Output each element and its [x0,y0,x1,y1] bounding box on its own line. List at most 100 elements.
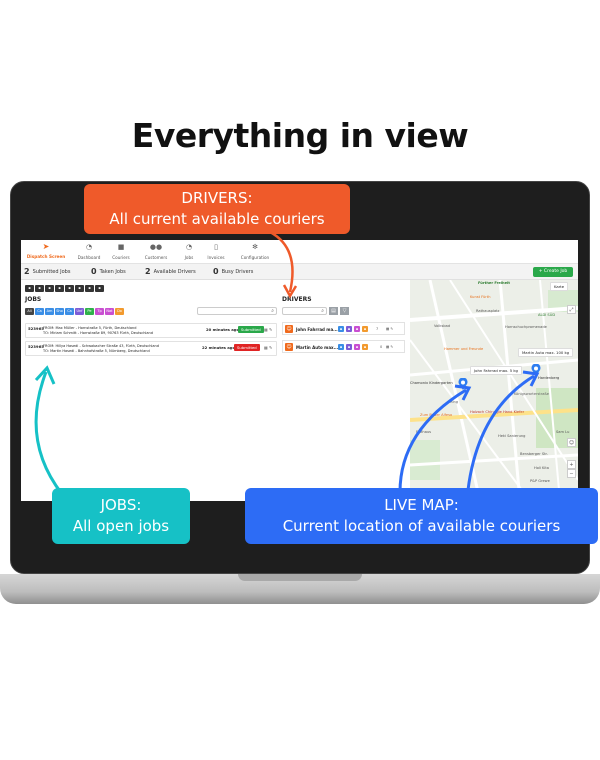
nav-label: Customers [144,255,168,260]
driver-job-count: 7 [376,327,379,331]
map-label: Chamonix Kindergarten [410,381,453,385]
job-time: 20 minutes ago [206,327,240,332]
vehicle-type-badge: ▪ [362,344,368,350]
job-status-badge[interactable]: Submitted [234,344,260,351]
driver-avatar-icon: ☺ [285,343,293,351]
vehicle-type-badge: ▪ [362,326,368,332]
scooter-icon[interactable]: ▪ [45,285,54,292]
vehicle-type-badge: ▪ [338,344,344,350]
drivers-search-input[interactable]: ⌕ [282,307,327,315]
jobs-callout-title: JOBS: [100,496,142,514]
nav-item-dashboard[interactable]: ◔ Dashboard [69,243,109,260]
job-actions-icon[interactable]: ▦ ✎ [264,345,273,350]
sort-icon[interactable]: ▤ [329,307,338,315]
zoom-out-icon[interactable]: − [567,469,576,478]
gauge-icon: ◔ [85,243,93,251]
job-status-badge[interactable]: Submitted [238,326,264,333]
driver-row[interactable]: ☺John Fahrrad ma...▪▪▪▪7▦ ✎ [282,322,405,335]
map-label: Zum Bauer Alfeso [420,413,453,417]
stat-label: Available Drivers [153,269,196,275]
courier-pin-icon[interactable] [458,378,468,390]
stat-label: Submitted Jobs [32,269,71,275]
map-label: Hammer und Freunde [444,347,484,351]
vehicle-type-badge: ▪ [354,326,360,332]
nav-item-invoices[interactable]: ▯ Invoices [196,243,236,260]
app-screen: ➤ Dispatch Screen ◔ Dashboard ■ Couriers… [21,240,578,501]
map-label: Hardenberg [538,376,560,380]
job-filter-chip[interactable]: Unf [75,308,84,315]
courier-pin-icon[interactable] [531,364,541,376]
stat-label: Busy Drivers [221,269,254,275]
driver-actions-icon[interactable]: ▦ ✎ [386,345,394,349]
bicycle-icon[interactable]: ▪ [35,285,44,292]
street-view-icon[interactable]: ☺ [567,438,576,447]
filter-icon[interactable]: ▽ [340,307,349,315]
drivers-callout-title: DRIVERS: [181,189,253,207]
nav-item-couriers[interactable]: ■ Couriers [101,243,141,260]
driver-actions-icon[interactable]: ▦ ✎ [386,327,394,331]
dispatch-logo[interactable]: ➤ Dispatch Screen [25,242,67,259]
driver-avatar-icon: ☺ [285,325,293,333]
vehicle-type-badge: ▪ [338,326,344,332]
stat-count: 0 [213,267,219,276]
drivers-callout-subtitle: All current available couriers [109,210,325,228]
job-filter-chip[interactable]: All [25,308,34,315]
stat-count: 2 [24,267,30,276]
live-map[interactable]: Fürther Freiheit Karte Kunst Fürth Ratha… [410,280,578,501]
zoom-in-icon[interactable]: + [567,460,576,469]
fullscreen-icon[interactable]: ⤢ [567,305,576,314]
driver-row[interactable]: ☺Martin Auto max...▪▪▪▪0▦ ✎ [282,340,405,353]
map-type-toggle[interactable]: Karte [550,282,569,291]
stat-label: Taken Jobs [99,269,126,275]
courier-callout-john: John Fahrrad max. 5 kg [470,366,522,375]
nav-label: Jobs [184,255,194,260]
car-icon[interactable]: ▪ [55,285,64,292]
filter-all-icon[interactable]: ▪ [25,285,34,292]
stat-count: 2 [145,267,151,276]
create-job-button[interactable]: + Create Job [533,267,573,277]
job-filter-chip[interactable]: Do [115,308,124,315]
box-truck-icon[interactable]: ▪ [85,285,94,292]
headline: Everything in view [131,116,469,155]
job-filter-chip[interactable]: Tp [95,308,104,315]
job-filter-chip[interactable]: Ca [35,308,44,315]
lorry-icon[interactable]: ▪ [95,285,104,292]
job-time: 22 minutes ago [202,345,236,350]
jobs-search-input[interactable]: ⌕ [197,307,277,315]
nav-item-customers[interactable]: ●● Customers [136,243,176,260]
van-icon[interactable]: ▪ [65,285,74,292]
navigation-arrow-icon: ➤ [42,242,50,251]
job-to: TO: Miriam Schmitt - Hornstraße 89, 9076… [43,331,153,335]
job-filter-chip[interactable]: Pe [85,308,94,315]
courier-callout-martin: Martin Auto max. 100 kg [518,348,574,357]
job-actions-icon[interactable]: ▦ ✎ [264,327,273,332]
map-label: Königswarterstraße [514,392,549,396]
map-callout-title: LIVE MAP: [384,496,459,514]
job-filter-chip[interactable]: Nat [105,308,114,315]
app-nav: ➤ Dispatch Screen ◔ Dashboard ■ Couriers… [21,240,578,264]
logo-label: Dispatch Screen [26,254,66,259]
map-label: Bensberger Str. [520,452,548,456]
map-label: Freihaus [416,430,432,434]
vehicle-type-badge: ▪ [346,326,352,332]
job-filter-chip[interactable]: Am [45,308,54,315]
map-label: Ring [450,400,459,404]
truck-icon[interactable]: ▪ [75,285,84,292]
job-id: 523965 [28,326,44,331]
job-filter-chip[interactable]: Ca [65,308,74,315]
map-label: Rathausplatz [476,309,500,313]
map-label: Holzach Chirurgie Hand Kiefer [470,410,525,414]
map-callout: LIVE MAP: Current location of available … [245,488,598,544]
map-callout-subtitle: Current location of available couriers [282,517,561,535]
nav-item-jobs[interactable]: ◔ Jobs [169,243,209,260]
truck-icon: ■ [117,243,125,251]
job-to: TO: Martin Hasedi - Bahnhofstraße 5, Nür… [43,349,150,353]
job-filter-chip[interactable]: Sho [55,308,64,315]
driver-name: Martin Auto max... [296,345,339,350]
nav-item-configuration[interactable]: ✻ Configuration [233,243,277,260]
